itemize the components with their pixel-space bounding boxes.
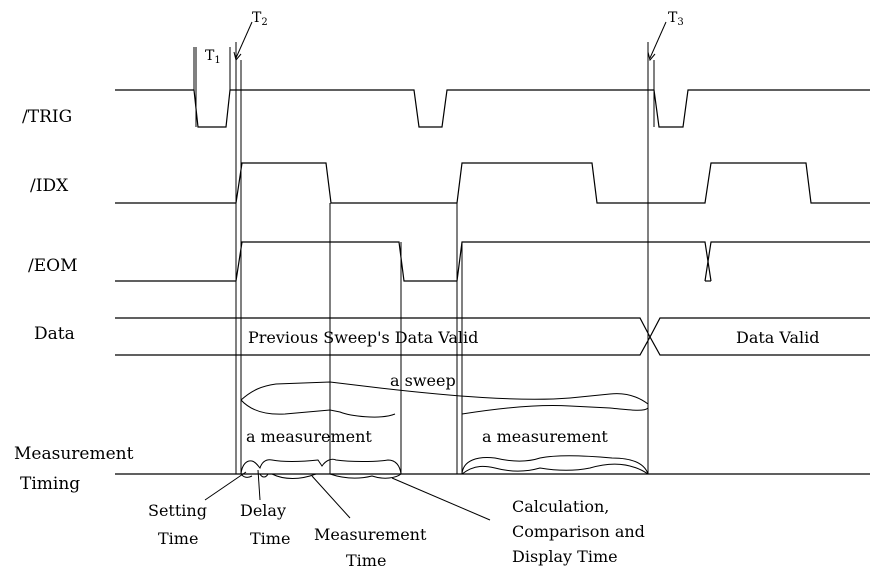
idx-waveform bbox=[115, 162, 870, 204]
measurement-time-label-line2: Time bbox=[346, 551, 386, 570]
svg-text:T3: T3 bbox=[668, 10, 684, 28]
calculation-label-line3: Display Time bbox=[512, 547, 618, 566]
trig-signal-label: /TRIG bbox=[22, 107, 72, 127]
t2-marker: T2 bbox=[233, 10, 268, 62]
idx-signal-label: /IDX bbox=[30, 176, 69, 196]
t1-marker: T1 bbox=[205, 48, 221, 66]
data-bus bbox=[115, 317, 870, 356]
delay-time-label-line2: Time bbox=[250, 529, 290, 548]
t3-marker: T3 bbox=[647, 10, 684, 62]
eom-signal-label: /EOM bbox=[28, 256, 77, 276]
trig-waveform bbox=[115, 47, 870, 128]
setting-time-label-line1: Setting bbox=[148, 501, 207, 520]
measurement-label-1: a measurement bbox=[246, 427, 372, 446]
data-valid-label: Data Valid bbox=[736, 328, 820, 347]
eom-waveform bbox=[115, 241, 712, 282]
delay-time-label-line1: Delay bbox=[240, 501, 286, 520]
measurement-bumps-1 bbox=[240, 458, 402, 479]
previous-sweep-data-valid-label: Previous Sweep's Data Valid bbox=[248, 328, 478, 347]
sweep-label: a sweep bbox=[390, 371, 456, 390]
timing-reference-lines bbox=[235, 42, 655, 474]
eom-waveform-tail bbox=[704, 241, 870, 282]
measurement-bumps-2 bbox=[461, 455, 649, 475]
annotation-leaders bbox=[204, 469, 491, 521]
data-signal-label: Data bbox=[34, 324, 75, 344]
calculation-label-line2: Comparison and bbox=[512, 522, 645, 541]
setting-time-label-line2: Time bbox=[158, 529, 198, 548]
measurement-time-label-line1: Measurement bbox=[314, 525, 427, 544]
measurement-label-2: a measurement bbox=[482, 427, 608, 446]
svg-text:T2: T2 bbox=[252, 10, 268, 28]
svg-text:T1: T1 bbox=[205, 48, 221, 66]
calculation-label-line1: Calculation, bbox=[512, 497, 609, 516]
measurement-timing-label-line2: Timing bbox=[20, 474, 80, 494]
measurement-timing-label-line1: Measurement bbox=[14, 444, 134, 464]
